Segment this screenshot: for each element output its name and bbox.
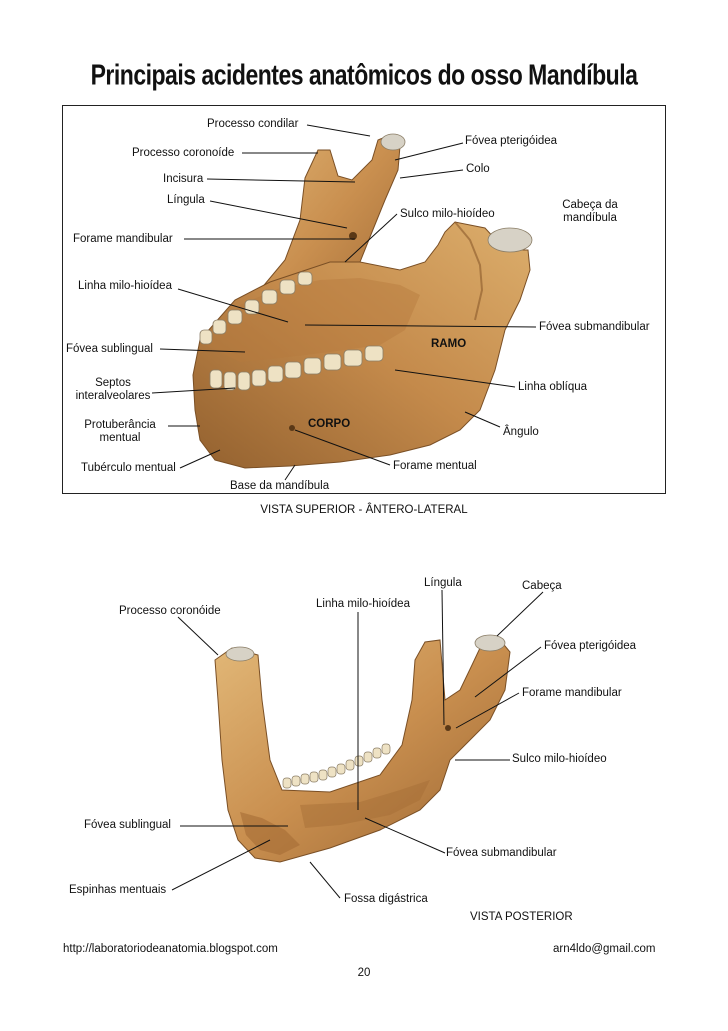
- footer-email[interactable]: arn4ldo@gmail.com: [553, 943, 656, 955]
- page-title: Principais acidentes anatômicos do osso …: [90, 58, 638, 91]
- label-forame-mentual: Forame mentual: [393, 460, 477, 472]
- label-forame-mandibular: Forame mandibular: [73, 233, 173, 245]
- mandibular-foramen: [349, 232, 357, 240]
- label-linha-milo-hioidea-posterior: Linha milo-hioídea: [316, 598, 410, 610]
- label-incisura: Incisura: [163, 173, 204, 185]
- mandible-anterolateral-view: [192, 133, 533, 469]
- label-fovea-sublingual-posterior: Fóvea sublingual: [84, 819, 171, 831]
- label-sulco-milo-hioideo-posterior: Sulco milo-hioídeo: [512, 753, 607, 765]
- label-cabeca-posterior: Cabeça: [522, 580, 562, 592]
- label-ramo: RAMO: [431, 338, 467, 350]
- condyle-cartilage: [487, 227, 533, 253]
- label-lingula: Língula: [167, 194, 205, 206]
- label-fovea-pterigoidea: Fóvea pterigóidea: [465, 135, 558, 147]
- label-espinhas-mentuais: Espinhas mentuais: [69, 884, 167, 896]
- label-fovea-sublingual: Fóvea sublingual: [66, 343, 153, 355]
- view2-leader-lines: [171, 589, 544, 899]
- label-fovea-submandibular-posterior: Fóvea submandibular: [446, 847, 557, 859]
- label-linha-milo-hioidea: Linha milo-hioídea: [78, 280, 172, 292]
- label-cabeca-da-mandibula: Cabeça da mandíbula: [562, 199, 618, 224]
- mental-foramen: [289, 425, 295, 431]
- label-corpo: CORPO: [308, 418, 351, 430]
- label-fossa-digastrica: Fossa digástrica: [344, 893, 428, 905]
- view1-leader-lines: [151, 124, 537, 481]
- label-angulo: Ângulo: [503, 426, 539, 438]
- label-tuberculo-mentual: Tubérculo mentual: [81, 462, 176, 474]
- label-forame-mandibular-posterior: Forame mandibular: [522, 687, 622, 699]
- label-base-da-mandibula: Base da mandíbula: [230, 480, 330, 492]
- label-linha-obliqua: Linha oblíqua: [518, 381, 588, 393]
- posterior-coronoid-cartilage: [225, 646, 255, 662]
- label-processo-coronoide: Processo coronoíde: [132, 147, 235, 159]
- view2-caption: VISTA POSTERIOR: [470, 911, 573, 923]
- label-colo: Colo: [466, 163, 490, 175]
- label-fovea-pterigoidea-posterior: Fóvea pterigóidea: [544, 640, 637, 652]
- far-condyle-cartilage: [380, 133, 406, 151]
- label-sulco-milo-hioideo: Sulco milo-hioídeo: [400, 208, 495, 220]
- label-fovea-submandibular: Fóvea submandibular: [539, 321, 650, 333]
- label-septos-interalveolares: Septos interalveolares: [75, 377, 151, 402]
- lower-teeth: [199, 271, 384, 391]
- posterior-teeth: [282, 743, 391, 789]
- footer-url[interactable]: http://laboratoriodeanatomia.blogspot.co…: [63, 943, 278, 955]
- mandible-body: [192, 221, 531, 469]
- page-number: 20: [357, 967, 371, 979]
- posterior-condyle-cartilage: [474, 634, 506, 652]
- posterior-mandibular-foramen: [445, 725, 451, 731]
- label-lingula-posterior: Língula: [424, 577, 462, 589]
- label-protuberancia-mentual: Protuberância mentual: [84, 419, 156, 444]
- mandible-posterior-view: [214, 634, 511, 863]
- label-processo-coronoide-posterior: Processo coronóide: [119, 605, 221, 617]
- view1-caption: VISTA SUPERIOR - ÂNTERO-LATERAL: [260, 504, 468, 516]
- label-processo-condilar: Processo condilar: [207, 118, 299, 130]
